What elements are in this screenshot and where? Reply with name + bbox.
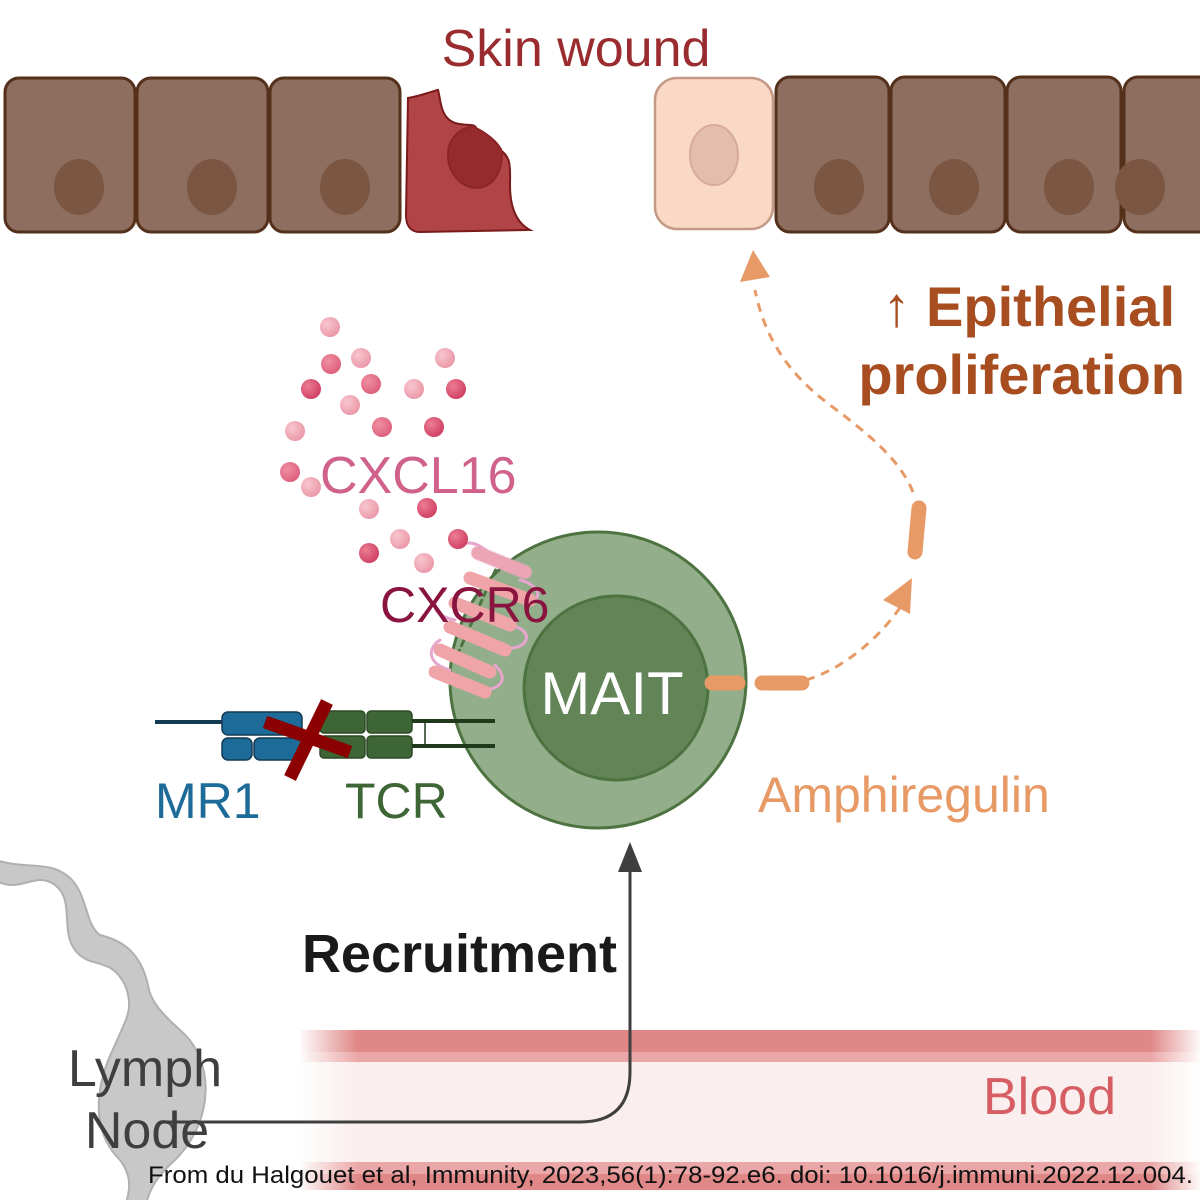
cxcl16-label: CXCL16 bbox=[320, 447, 517, 505]
chemokine-dot bbox=[359, 499, 379, 519]
amphiregulin-path bbox=[740, 250, 927, 691]
wounded-keratinocyte bbox=[404, 88, 534, 234]
recruitment-label: Recruitment bbox=[302, 924, 617, 984]
tcr-domain bbox=[366, 710, 413, 734]
recruitment-arrow-line bbox=[160, 870, 632, 1124]
transmembrane-helix bbox=[463, 571, 537, 607]
lymph-node-label-line1: Lymph bbox=[68, 1040, 222, 1098]
chemokine-dot bbox=[424, 417, 444, 437]
blood-vessel bbox=[298, 1025, 1200, 1195]
arrow-head-upper bbox=[740, 250, 770, 282]
nucleus bbox=[54, 159, 104, 215]
vessel-fade-left bbox=[298, 1025, 358, 1195]
vessel-fade-right bbox=[1150, 1025, 1200, 1195]
cxcr6-label: CXCR6 bbox=[380, 577, 549, 633]
chemokine-dot bbox=[448, 529, 468, 549]
blocked-x-icon bbox=[262, 699, 353, 781]
proliferating-nucleus bbox=[689, 124, 739, 186]
chemokine-dot bbox=[359, 543, 379, 563]
chemokine-dot bbox=[361, 374, 381, 394]
chemokine-dot bbox=[372, 417, 392, 437]
chemokine-dot bbox=[285, 421, 305, 441]
chemokine-dot bbox=[417, 498, 437, 518]
dashed-arrow-upper bbox=[753, 289, 915, 493]
lymph-node bbox=[0, 860, 207, 1200]
nucleus bbox=[320, 159, 370, 215]
nucleus bbox=[814, 159, 864, 215]
epithelium-left bbox=[3, 76, 534, 234]
skin-wound-label: Skin wound bbox=[442, 20, 711, 78]
receptor-loops bbox=[429, 541, 539, 692]
vessel-wall-bottom-inner bbox=[300, 1162, 1200, 1174]
lymph-node-label-line2: Node bbox=[85, 1102, 209, 1160]
transmembrane-helix bbox=[443, 620, 512, 657]
chemokine-dot bbox=[301, 477, 321, 497]
blood-label: Blood bbox=[983, 1068, 1116, 1126]
epithelial-proliferation-label-line2: proliferation bbox=[858, 343, 1185, 406]
tcr-domain bbox=[366, 735, 413, 759]
chemokine-dot bbox=[446, 379, 466, 399]
chemokine-dot bbox=[414, 553, 434, 573]
citation-text: From du Halgouet et al, Immunity, 2023,5… bbox=[148, 1162, 1193, 1189]
keratinocyte bbox=[1005, 75, 1123, 234]
lymph-vessel-shape bbox=[0, 860, 207, 1200]
chemokine-dot bbox=[301, 379, 321, 399]
keratinocyte bbox=[135, 76, 270, 234]
cxcl16-chemokines bbox=[280, 317, 468, 573]
keratinocyte bbox=[3, 76, 137, 234]
arrow-head-lower bbox=[883, 578, 912, 614]
vessel-wall-bottom bbox=[300, 1174, 1200, 1190]
chemokine-dot bbox=[340, 395, 360, 415]
transmembrane-helix bbox=[433, 643, 497, 679]
nucleus bbox=[929, 159, 979, 215]
vessel-wall-top bbox=[300, 1030, 1200, 1052]
mr1-tcr-complex bbox=[155, 699, 495, 781]
tcr-label: TCR bbox=[345, 773, 448, 829]
wounded-nucleus bbox=[446, 124, 504, 190]
chemokine-dot bbox=[435, 348, 455, 368]
chemokine-dot bbox=[280, 462, 300, 482]
transmembrane-helix bbox=[428, 665, 492, 699]
vessel-wall-top-inner bbox=[300, 1052, 1200, 1062]
epithelium-right bbox=[653, 75, 1200, 234]
amphiregulin-molecule bbox=[907, 500, 927, 560]
vessel-lumen bbox=[300, 1062, 1200, 1162]
recruitment-arrow bbox=[160, 842, 642, 1124]
chemokine-dot bbox=[390, 529, 410, 549]
keratinocyte bbox=[268, 76, 402, 234]
chemokine-dot bbox=[321, 354, 341, 374]
keratinocyte bbox=[774, 75, 891, 234]
recruitment-arrow-head bbox=[618, 842, 642, 872]
chemokine-dot bbox=[351, 348, 371, 368]
transmembrane-helix bbox=[448, 596, 517, 632]
cxcr6-receptor bbox=[428, 541, 539, 699]
mr1-label: MR1 bbox=[155, 773, 261, 829]
chemokine-dot bbox=[404, 379, 424, 399]
keratinocyte bbox=[1115, 75, 1200, 234]
chemokine-dot bbox=[320, 317, 340, 337]
epithelial-proliferation-label-line1: ↑ Epithelial bbox=[883, 275, 1176, 338]
mr1-domain bbox=[221, 737, 253, 761]
nucleus bbox=[187, 159, 237, 215]
amphiregulin-label: Amphiregulin bbox=[758, 767, 1050, 823]
mait-label: MAIT bbox=[540, 660, 683, 727]
nucleus bbox=[1115, 159, 1165, 215]
transmembrane-helix bbox=[471, 546, 532, 579]
nucleus bbox=[1044, 159, 1094, 215]
keratinocyte bbox=[889, 75, 1007, 234]
proliferating-keratinocyte bbox=[653, 76, 775, 231]
dashed-arrow-lower bbox=[805, 599, 907, 682]
